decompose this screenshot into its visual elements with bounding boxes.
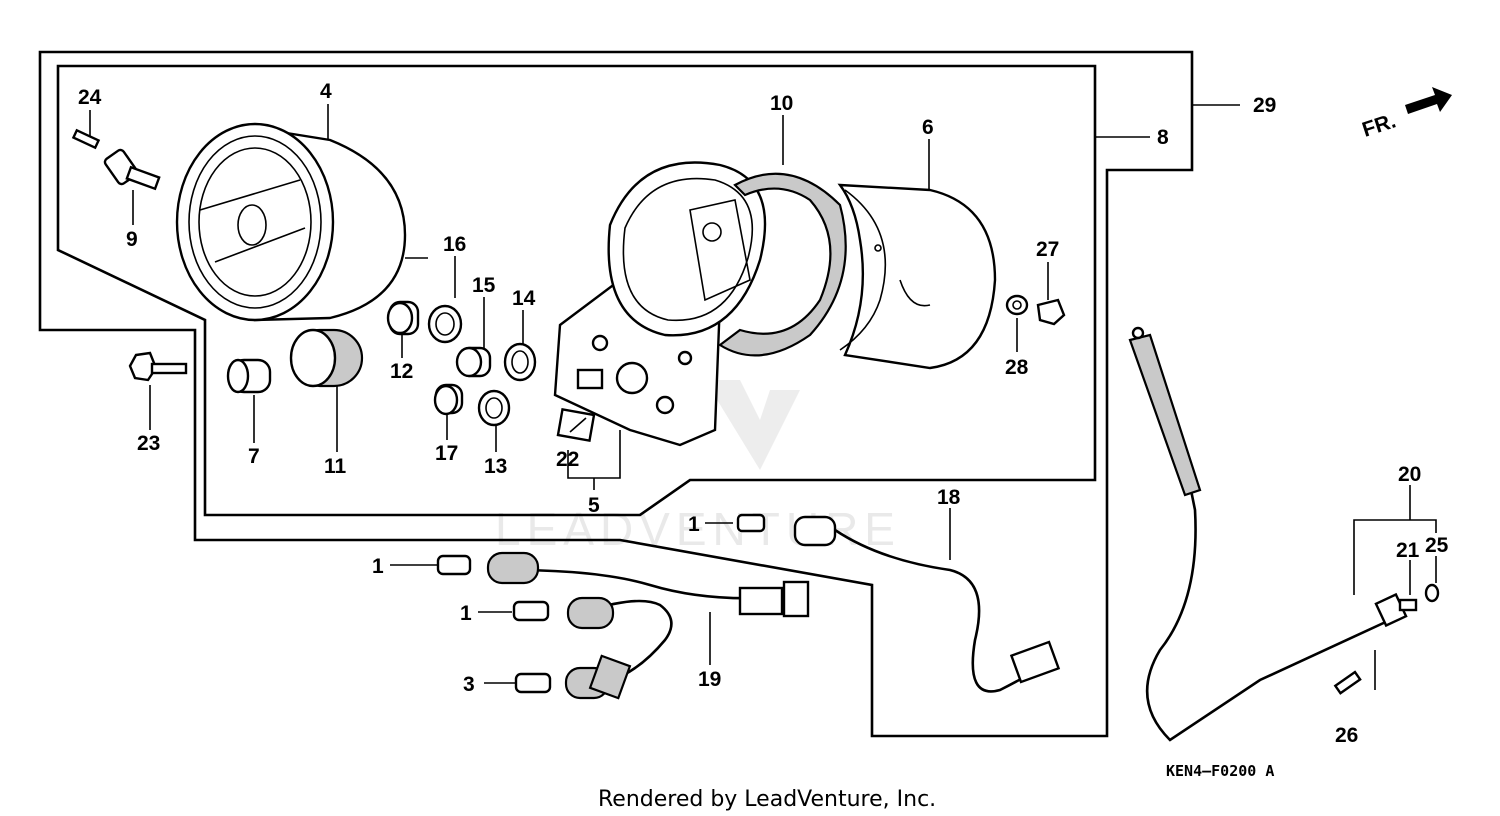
assembly-frame-outer [38, 50, 1194, 738]
callout-23: 23 [137, 432, 160, 455]
socket-15-part [455, 346, 492, 378]
wire-harness-18-part [793, 515, 1061, 693]
bulb-1-left [436, 554, 472, 576]
callout-4: 4 [320, 80, 332, 103]
front-label: FR. [1359, 109, 1398, 141]
speedometer-part [175, 122, 428, 322]
speedometer-cable-part [1128, 326, 1440, 742]
bolt-23-part [128, 351, 188, 382]
reset-knob-part [103, 148, 161, 191]
socket-17-part [433, 383, 464, 416]
callout-8: 8 [1157, 126, 1169, 149]
callout-3: 3 [463, 673, 475, 696]
socket-12-part [386, 300, 420, 336]
callout-7: 7 [248, 445, 260, 468]
leader-lines [89, 104, 1437, 690]
callout-25: 25 [1425, 534, 1449, 557]
washer-28-part [1005, 294, 1029, 316]
clip-14-part [503, 342, 537, 382]
callout-28: 28 [1005, 356, 1029, 379]
bulb-3 [514, 672, 552, 694]
callout-21: 21 [1396, 539, 1420, 562]
callout-11: 11 [324, 455, 347, 478]
callout-22: 22 [556, 448, 579, 471]
callout-1-left: 1 [372, 555, 384, 578]
callout-13: 13 [484, 455, 507, 478]
indicator-lens-22-part [556, 408, 596, 442]
clip-13-part [477, 389, 511, 427]
clip-16-part [427, 304, 463, 344]
callout-1-middle: 1 [460, 602, 472, 625]
meter-rim-part [607, 161, 847, 357]
bulb-1-middle [512, 600, 550, 622]
front-direction-indicator: FR. [1359, 87, 1452, 142]
callout-20: 20 [1398, 463, 1421, 486]
callout-14: 14 [512, 287, 536, 310]
callout-17: 17 [435, 442, 458, 465]
callout-19: 19 [698, 668, 721, 691]
callout-24: 24 [78, 86, 102, 109]
callout-6: 6 [922, 116, 934, 139]
callout-29: 29 [1253, 94, 1276, 117]
nut-27-part [1036, 298, 1066, 326]
bulb-parts [436, 513, 766, 694]
callout-10: 10 [770, 92, 793, 115]
watermark-logo [705, 380, 800, 470]
grommet-7-part [226, 358, 272, 394]
callout-15: 15 [472, 274, 496, 297]
screw-24-part [71, 128, 101, 150]
wire-harness-19-part [486, 551, 810, 700]
bulb-1-upper [736, 513, 766, 533]
meter-case-part [837, 183, 997, 370]
callout-27: 27 [1036, 238, 1059, 261]
cover-11-part [289, 328, 364, 388]
callout-12: 12 [390, 360, 413, 383]
callout-5: 5 [588, 494, 600, 517]
front-arrow-icon [1405, 87, 1452, 114]
callout-18: 18 [937, 486, 961, 509]
callout-9: 9 [126, 228, 138, 251]
assembly-frame-inner [56, 64, 1097, 517]
footer-credit: Rendered by LeadVenture, Inc. [598, 787, 936, 812]
callout-1-upper: 1 [688, 513, 700, 536]
callout-labels: 24 4 9 10 6 8 29 16 15 14 12 27 28 23 7 … [78, 80, 1449, 747]
callout-26: 26 [1335, 724, 1358, 747]
callout-16: 16 [443, 233, 466, 256]
diagram-reference-code: KEN4–F0200 A [1166, 762, 1274, 780]
